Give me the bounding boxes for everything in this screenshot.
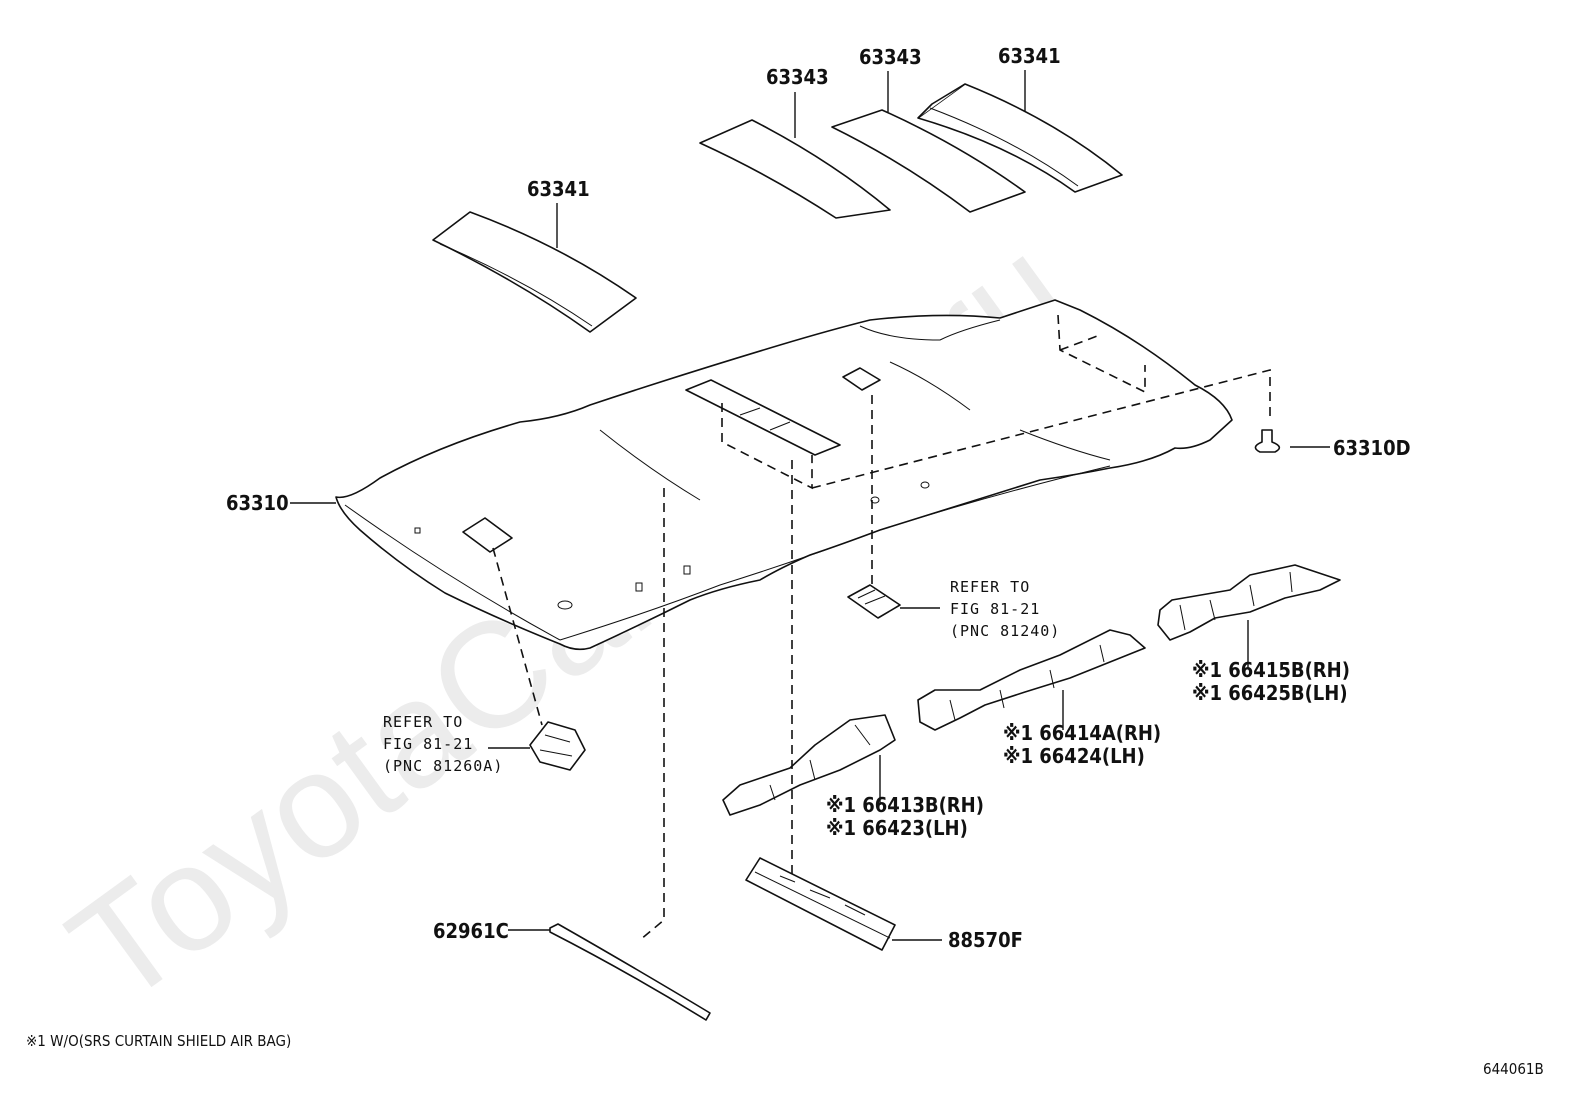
label-63310: 63310 xyxy=(226,491,289,515)
bracket-66414A[interactable] xyxy=(917,629,1146,731)
ref-right-line3: (PNC 81240) xyxy=(950,622,1060,640)
label-63310D: 63310D xyxy=(1333,436,1411,460)
label-66424: ※1 66424(LH) xyxy=(1003,744,1145,768)
label-88570F: 88570F xyxy=(948,928,1023,952)
footnote: ※1 W/O(SRS CURTAIN SHIELD AIR BAG) xyxy=(26,1032,291,1050)
ref-left-line3: (PNC 81260A) xyxy=(383,757,503,775)
pad-63341-right[interactable] xyxy=(917,83,1123,193)
label-66423: ※1 66423(LH) xyxy=(826,816,968,840)
figure-number: 644061B xyxy=(1483,1060,1544,1078)
clip-icon[interactable] xyxy=(1254,429,1281,453)
label-63341-right: 63341 xyxy=(998,44,1061,68)
label-66414A: ※1 66414A(RH) xyxy=(1003,721,1161,745)
strip-88570F[interactable] xyxy=(745,857,896,951)
label-62961C: 62961C xyxy=(433,919,509,943)
ref-left-line2: FIG 81-21 xyxy=(383,735,473,753)
label-63341-left: 63341 xyxy=(527,177,590,201)
strip-62961C[interactable] xyxy=(549,923,711,1021)
label-66425B: ※1 66425B(LH) xyxy=(1192,681,1348,705)
pad-63343-b[interactable] xyxy=(831,109,1026,213)
label-63343-b: 63343 xyxy=(859,45,922,69)
pad-63341-left[interactable] xyxy=(432,211,637,333)
ref-left-line1: REFER TO xyxy=(383,713,463,731)
label-66415B: ※1 66415B(RH) xyxy=(1192,658,1350,682)
ref-right-line2: FIG 81-21 xyxy=(950,600,1040,618)
pad-63343-a[interactable] xyxy=(699,119,891,219)
headliner-63310[interactable] xyxy=(335,299,1233,651)
lamp-81240[interactable] xyxy=(847,584,901,619)
bracket-66415B[interactable] xyxy=(1157,564,1341,641)
ref-right-line1: REFER TO xyxy=(950,578,1030,596)
lamp-81260A[interactable] xyxy=(529,721,586,771)
label-66413B: ※1 66413B(RH) xyxy=(826,793,984,817)
bracket-66413B[interactable] xyxy=(722,714,896,816)
label-63343-a: 63343 xyxy=(766,65,829,89)
